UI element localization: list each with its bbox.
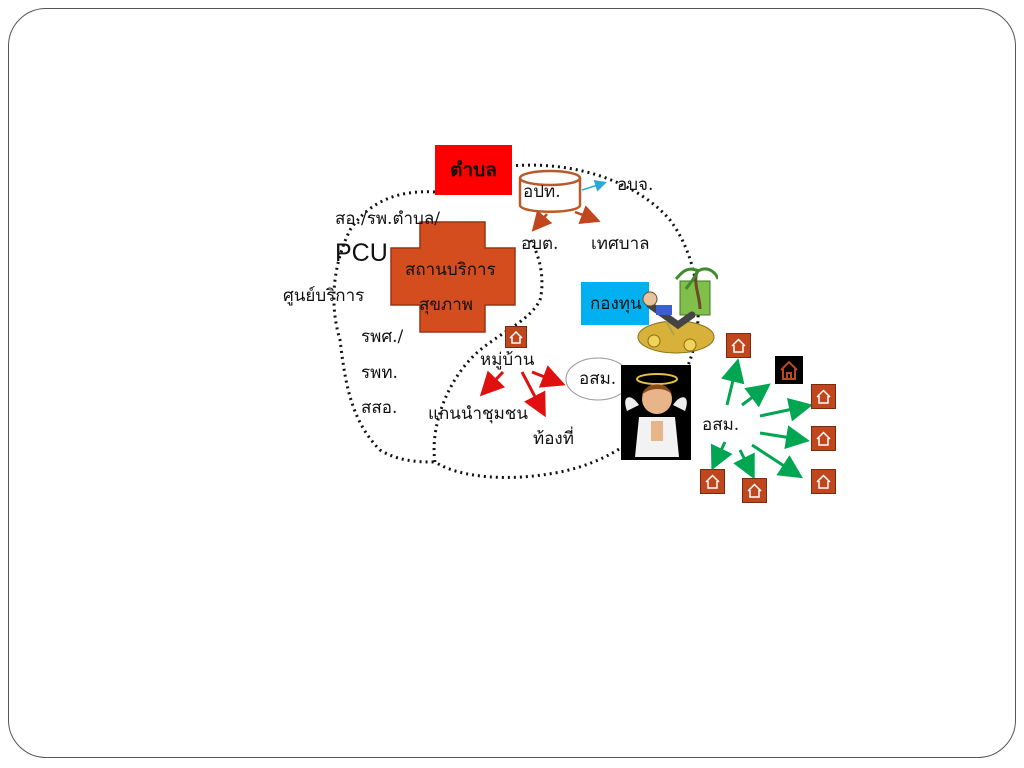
arrow-opt-to-obt [531, 210, 553, 232]
fund-label: กองทุน [590, 294, 642, 314]
osm-right-label: อสม. [702, 415, 740, 435]
health-service-label-2: สุขภาพ [419, 295, 473, 315]
municipality-label: เทศบาล [591, 234, 650, 254]
village-house-icon [505, 326, 527, 348]
angel-icon [625, 373, 687, 457]
district-boundary [332, 190, 436, 464]
community-leaders-label: แกนนำชุมชน [428, 404, 528, 424]
arrow-village-to-leaders [479, 370, 506, 397]
house-icon [700, 469, 725, 494]
pcu-label: PCU [335, 239, 388, 267]
slide-frame [8, 8, 1016, 758]
so-rp-label: สอ./รพ.ตำบล/ [335, 209, 440, 229]
rps-label: รพศ./ [361, 327, 404, 347]
fund-box: กองทุน [581, 282, 649, 325]
sso-label: สสอ. [361, 398, 398, 418]
arrow-opt-to-obj [581, 180, 607, 192]
arrow-opt-to-municipality [574, 205, 601, 225]
tambon-label: ตำบล [450, 159, 497, 181]
angel-picture [621, 365, 691, 460]
green-arrows [710, 358, 813, 480]
money-picture [636, 265, 720, 357]
house-icon [811, 426, 836, 451]
house-icon [742, 478, 767, 503]
tambon-box: ตำบล [435, 145, 512, 195]
arrow-village-to-local [520, 371, 546, 418]
osm-oval-label: อสม. [579, 369, 617, 389]
money-man-icon [637, 267, 720, 354]
village-label: หมู่บ้าน [480, 350, 535, 370]
rpt-label: รพท. [361, 363, 398, 383]
outlined-house-icon [775, 356, 803, 384]
opt-label: อปท. [523, 182, 561, 202]
local-area-label: ท้องที่ [533, 429, 574, 449]
house-icon [726, 333, 751, 358]
service-center-label: ศูนย์บริการ [283, 286, 365, 306]
opt-cylinder [518, 169, 582, 213]
house-icon [811, 384, 836, 409]
obj-label: อบจ. [617, 175, 654, 195]
health-service-cross [390, 221, 516, 333]
health-service-label-1: สถานบริการ [405, 260, 496, 280]
house-icon [811, 469, 836, 494]
arrow-village-to-osm [531, 365, 566, 388]
obt-label: อบต. [521, 234, 559, 254]
